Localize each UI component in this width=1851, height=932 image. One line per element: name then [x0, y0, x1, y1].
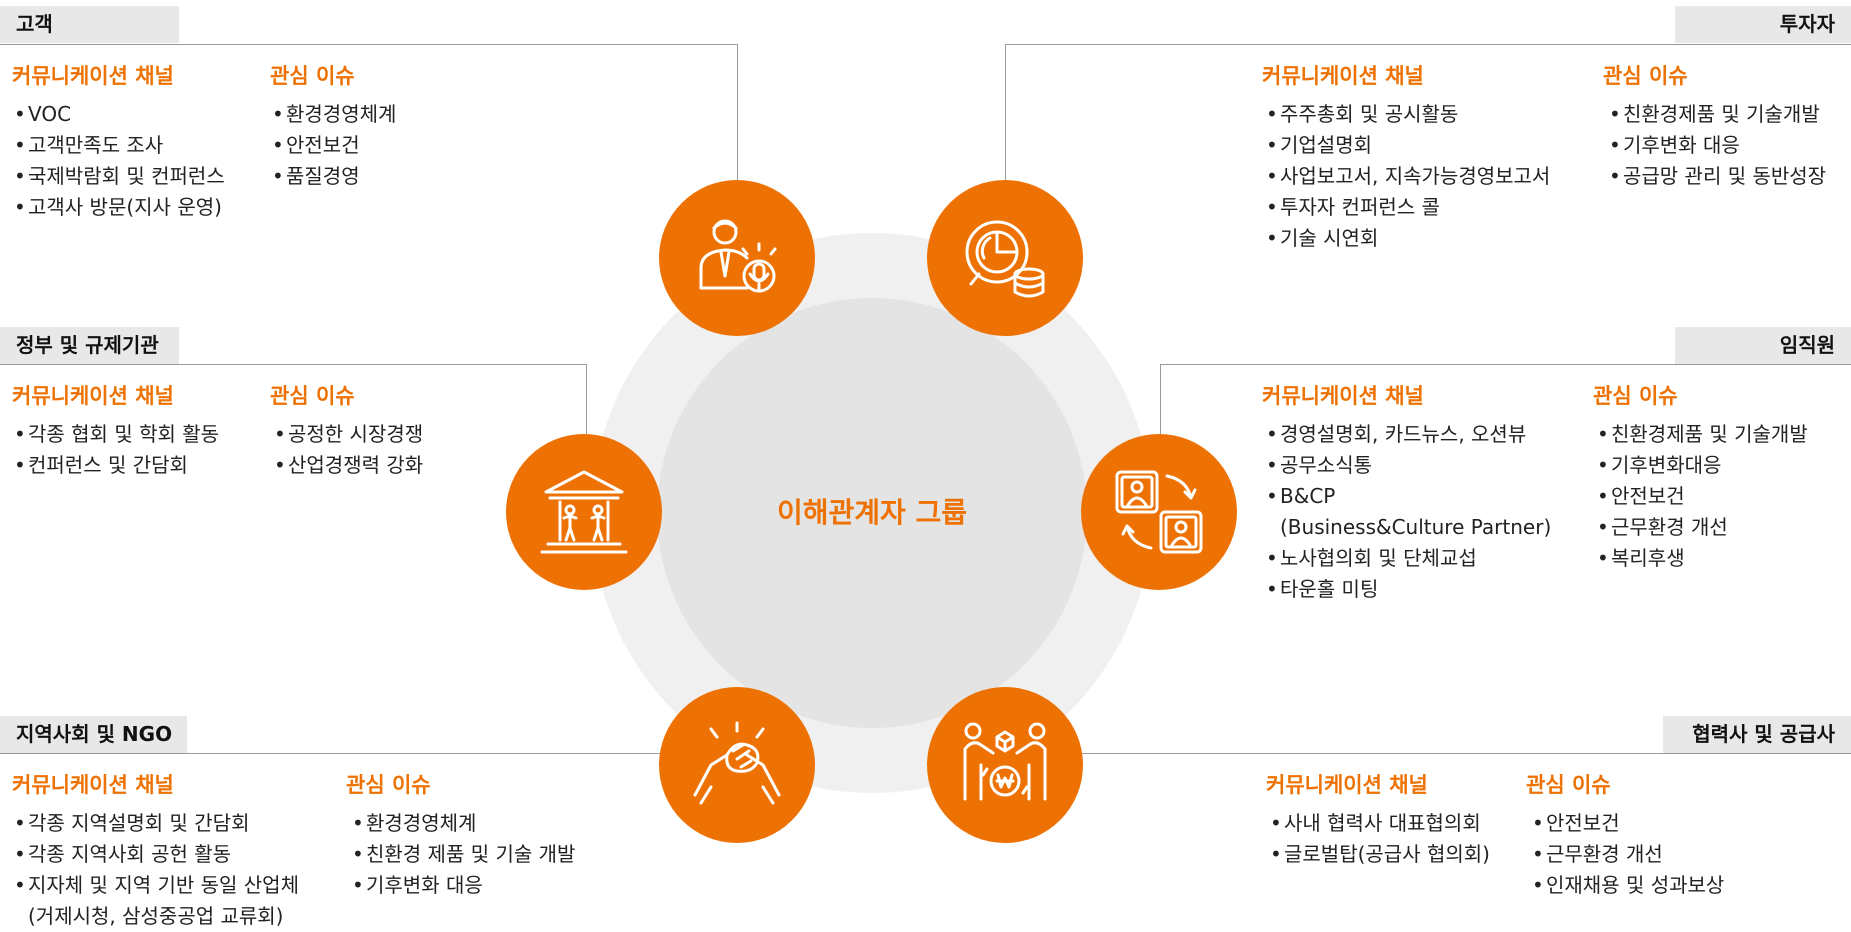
government-channel-list: 각종 협회 및 학회 활동 컨퍼런스 및 간담회: [14, 419, 219, 481]
list-item: 컨퍼런스 및 간담회: [14, 450, 219, 481]
government-issue-list: 공정한 시장경쟁 산업경쟁력 강화: [274, 419, 423, 481]
connector-line: [1160, 364, 1851, 365]
list-item: 지자체 및 지역 기반 동일 산업체 (거제시청, 삼성중공업 교류회): [14, 870, 299, 932]
supplier-trade-icon: [963, 722, 1047, 801]
list-item: 기후변화 대응: [1609, 130, 1826, 161]
connector-line: [586, 364, 587, 434]
supplier-channel-list: 사내 협력사 대표협의회 글로벌탑(공급사 협의회): [1270, 808, 1490, 870]
connector-line: [737, 44, 738, 220]
employee-channel-list: 경영설명회, 카드뉴스, 오션뷰 공무소식통 B&CP (Business&Cu…: [1266, 419, 1551, 605]
connector-line: [1005, 44, 1851, 45]
list-item: 환경경영체계: [352, 808, 575, 839]
list-item: 공정한 시장경쟁: [274, 419, 423, 450]
list-item: 고객만족도 조사: [14, 130, 225, 161]
group-tag-government: 정부 및 규제기관: [0, 327, 179, 364]
list-item: 친환경제품 및 기술개발: [1609, 99, 1826, 130]
chart-coins-icon: [965, 220, 1045, 298]
list-item: 근무환경 개선: [1597, 512, 1808, 543]
group-tag-customer: 고객: [0, 6, 179, 43]
list-item-text: B&CP: [1280, 484, 1336, 508]
list-item: 기후변화대응: [1597, 450, 1808, 481]
interest-issue-heading: 관심 이슈: [346, 773, 431, 797]
list-item: 공무소식통: [1266, 450, 1551, 481]
list-item: 국제박람회 및 컨퍼런스: [14, 161, 225, 192]
list-item: 복리후생: [1597, 543, 1808, 574]
employee-node: [1081, 434, 1237, 590]
connector-line: [1005, 44, 1006, 184]
list-item: 각종 지역설명회 및 간담회: [14, 808, 299, 839]
list-item: B&CP (Business&Culture Partner): [1266, 481, 1551, 543]
list-item-text: 지자체 및 지역 기반 동일 산업체: [28, 873, 299, 897]
list-item: 각종 지역사회 공헌 활동: [14, 839, 299, 870]
list-item: 친환경 제품 및 기술 개발: [352, 839, 575, 870]
comm-channel-heading: 커뮤니케이션 채널: [1266, 773, 1428, 797]
supplier-node: [927, 687, 1083, 843]
comm-channel-heading: 커뮤니케이션 채널: [12, 384, 174, 408]
interest-issue-heading: 관심 이슈: [1603, 64, 1688, 88]
customer-microphone-icon: [699, 219, 777, 293]
list-item: 인재채용 및 성과보상: [1532, 870, 1724, 901]
interest-issue-heading: 관심 이슈: [270, 64, 355, 88]
list-item-subtext: (Business&Culture Partner): [1280, 515, 1552, 539]
customer-issue-list: 환경경영체계 안전보건 품질경영: [272, 99, 396, 192]
community-issue-list: 환경경영체계 친환경 제품 및 기술 개발 기후변화 대응: [352, 808, 575, 901]
list-item: 글로벌탑(공급사 협의회): [1270, 839, 1490, 870]
list-item: 환경경영체계: [272, 99, 396, 130]
list-item-subtext: (거제시청, 삼성중공업 교류회): [28, 904, 284, 928]
list-item: 투자자 컨퍼런스 콜: [1266, 192, 1550, 223]
list-item: 타운홀 미팅: [1266, 574, 1551, 605]
list-item: 안전보건: [1532, 808, 1724, 839]
list-item: 고객사 방문(지사 운영): [14, 192, 225, 223]
comm-channel-heading: 커뮤니케이션 채널: [12, 64, 174, 88]
investor-issue-list: 친환경제품 및 기술개발 기후변화 대응 공급망 관리 및 동반성장: [1609, 99, 1826, 192]
government-building-icon: [540, 470, 628, 554]
employee-exchange-icon: [1115, 470, 1203, 554]
group-tag-investor: 투자자: [1675, 6, 1851, 43]
connector-line: [1080, 753, 1851, 754]
comm-channel-heading: 커뮤니케이션 채널: [12, 773, 174, 797]
list-item: 사내 협력사 대표협의회: [1270, 808, 1490, 839]
list-item: VOC: [14, 99, 225, 130]
community-node: [659, 687, 815, 843]
list-item: 친환경제품 및 기술개발: [1597, 419, 1808, 450]
group-tag-employee: 임직원: [1675, 327, 1851, 364]
list-item: 노사협의회 및 단체교섭: [1266, 543, 1551, 574]
community-channel-list: 각종 지역설명회 및 간담회 각종 지역사회 공헌 활동 지자체 및 지역 기반…: [14, 808, 299, 932]
list-item: 안전보건: [1597, 481, 1808, 512]
government-node: [506, 434, 662, 590]
comm-channel-heading: 커뮤니케이션 채널: [1262, 64, 1424, 88]
connector-line: [0, 44, 737, 45]
interest-issue-heading: 관심 이슈: [1593, 384, 1678, 408]
list-item: 기후변화 대응: [352, 870, 575, 901]
list-item: 기술 시연회: [1266, 223, 1550, 254]
customer-node: [659, 180, 815, 336]
list-item: 각종 협회 및 학회 활동: [14, 419, 219, 450]
list-item: 기업설명회: [1266, 130, 1550, 161]
comm-channel-heading: 커뮤니케이션 채널: [1262, 384, 1424, 408]
list-item: 주주총회 및 공시활동: [1266, 99, 1550, 130]
list-item: 사업보고서, 지속가능경영보고서: [1266, 161, 1550, 192]
list-item: 안전보건: [272, 130, 396, 161]
investor-channel-list: 주주총회 및 공시활동 기업설명회 사업보고서, 지속가능경영보고서 투자자 컨…: [1266, 99, 1550, 254]
connector-line: [0, 753, 660, 754]
center-label: 이해관계자 그룹: [776, 496, 968, 529]
handshake-icon: [693, 721, 781, 805]
connector-line: [0, 364, 586, 365]
list-item: 공급망 관리 및 동반성장: [1609, 161, 1826, 192]
customer-channel-list: VOC 고객만족도 조사 국제박람회 및 컨퍼런스 고객사 방문(지사 운영): [14, 99, 225, 223]
supplier-issue-list: 안전보건 근무환경 개선 인재채용 및 성과보상: [1532, 808, 1724, 901]
group-tag-supplier: 협력사 및 공급사: [1663, 716, 1851, 753]
interest-issue-heading: 관심 이슈: [1526, 773, 1611, 797]
connector-line: [1160, 364, 1161, 436]
inner-circle: [657, 298, 1087, 728]
list-item: 산업경쟁력 강화: [274, 450, 423, 481]
list-item: 근무환경 개선: [1532, 839, 1724, 870]
employee-issue-list: 친환경제품 및 기술개발 기후변화대응 안전보건 근무환경 개선 복리후생: [1597, 419, 1808, 574]
list-item: 품질경영: [272, 161, 396, 192]
interest-issue-heading: 관심 이슈: [270, 384, 355, 408]
group-tag-community: 지역사회 및 NGO: [0, 716, 187, 753]
list-item: 경영설명회, 카드뉴스, 오션뷰: [1266, 419, 1551, 450]
investor-node: [927, 180, 1083, 336]
